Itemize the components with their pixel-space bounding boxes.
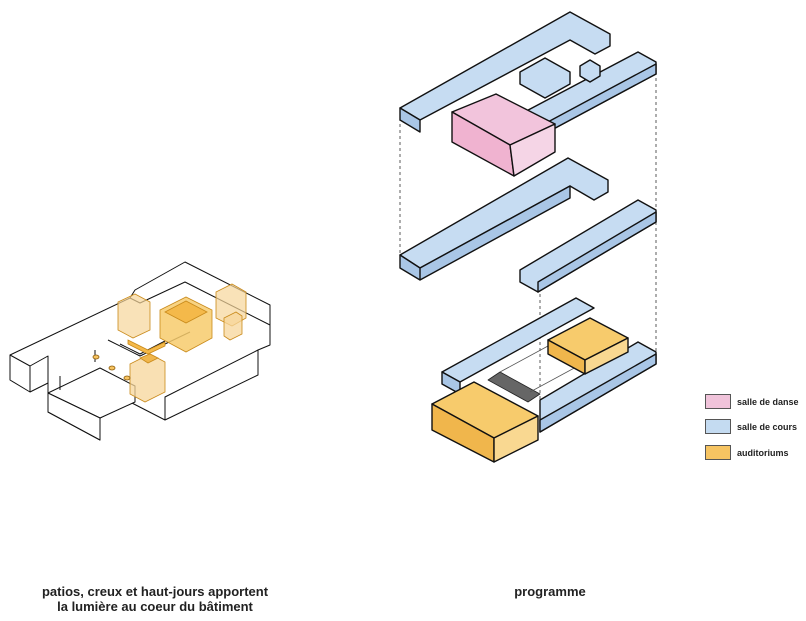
dance-hall-right — [509, 123, 556, 177]
level-middle — [399, 157, 657, 293]
light-well-4 — [223, 311, 243, 341]
legend-swatch-dance — [705, 394, 731, 409]
caption-left-line-1: patios, creux et haut-jours apportent — [41, 584, 269, 599]
large-auditorium-right — [493, 415, 539, 463]
small-auditorium-right — [584, 337, 629, 375]
bottom-courtyard-lines — [499, 345, 579, 393]
skylight-3 — [123, 375, 131, 381]
light-well-strip — [127, 339, 166, 355]
skylights — [92, 354, 131, 381]
building-front-wing-side — [47, 392, 101, 441]
bottom-stairs — [487, 371, 541, 403]
middle-long-bar-side — [399, 185, 571, 281]
light-well-2-top — [164, 300, 208, 324]
legend-label-classroom: salle de cours — [737, 421, 798, 432]
legend-label-dance: salle de danse — [737, 396, 799, 407]
top-small-block-2 — [579, 59, 601, 83]
caption-left-line-2: la lumière au coeur du bâtiment — [57, 599, 253, 614]
legend-swatch-auditorium — [705, 445, 731, 460]
legend-item-auditorium: auditoriums — [705, 445, 789, 460]
light-well-5-top — [139, 353, 159, 364]
legend-label-auditorium: auditoriums — [737, 447, 789, 458]
middle-short-bar-side — [537, 211, 657, 293]
level-top — [399, 11, 657, 177]
light-well-1 — [117, 293, 151, 339]
caption-left: patios, creux et haut-jours apportent la… — [20, 584, 290, 614]
level-bottom — [431, 297, 657, 463]
building-roof-edge — [9, 281, 271, 420]
legend-item-classroom: salle de cours — [705, 419, 797, 434]
top-long-bar-side — [399, 107, 421, 133]
legend-swatch-classroom — [705, 419, 731, 434]
bottom-right-bar-side — [539, 353, 657, 433]
legend-item-dance: salle de danse — [705, 394, 799, 409]
light-wells — [117, 283, 247, 403]
skylight-2 — [108, 365, 116, 371]
top-small-block-1 — [519, 57, 571, 99]
caption-right: programme — [514, 584, 586, 599]
top-long-bar — [399, 11, 611, 121]
skylight-1 — [92, 354, 100, 360]
building-inner-lines — [59, 331, 191, 390]
